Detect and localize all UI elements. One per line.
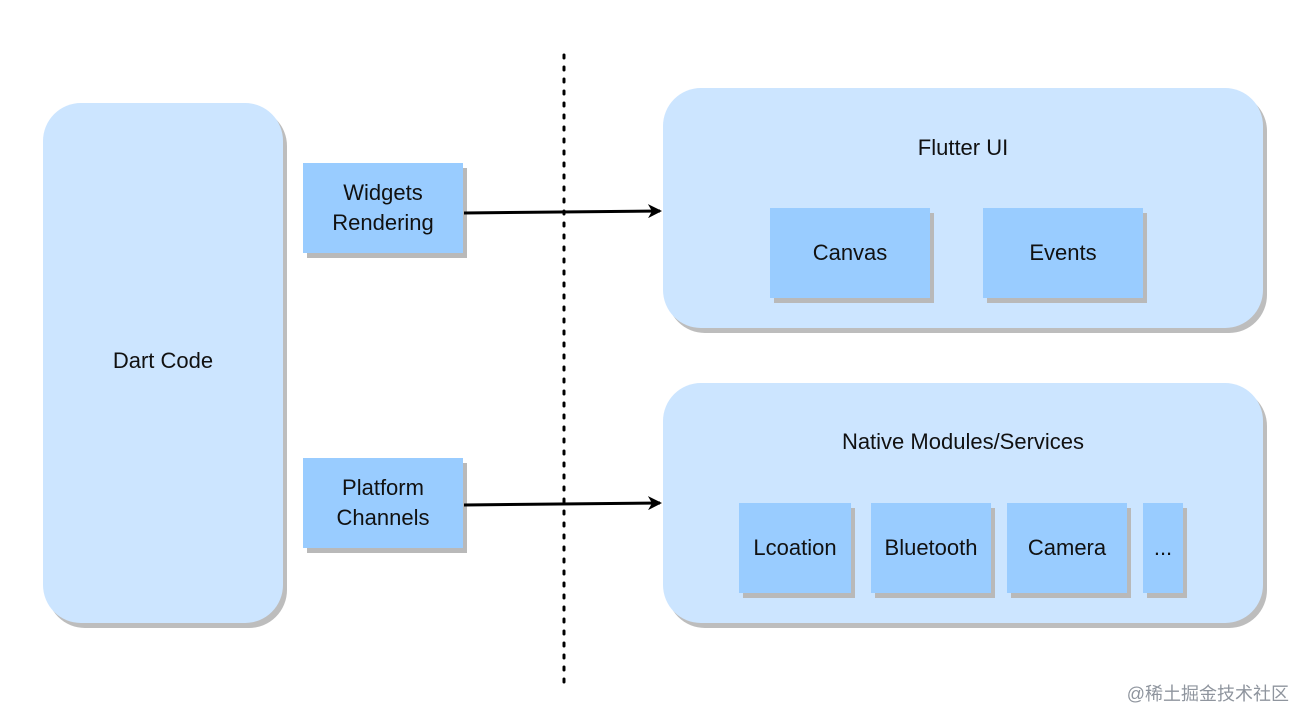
flutter-ui-panel: Flutter UI	[663, 88, 1263, 328]
events-box: Events	[983, 208, 1143, 298]
platform-channels-box: Platform Channels	[303, 458, 463, 548]
widgets-rendering-box: Widgets Rendering	[303, 163, 463, 253]
events-label: Events	[1029, 240, 1097, 265]
dart-code-label: Dart Code	[112, 348, 214, 373]
camera-box: Camera	[1007, 503, 1127, 593]
widgets-to-flutter-ui-arrow	[463, 204, 662, 219]
dart-code-panel: Dart Code	[43, 103, 283, 623]
platform-channels-label: Platform Channels	[336, 475, 430, 530]
canvas-label: Canvas	[812, 240, 888, 265]
watermark: @稀土掘金技术社区	[1126, 684, 1289, 704]
more-services-label: ...	[1153, 535, 1173, 560]
bluetooth-label: Bluetooth	[884, 535, 978, 560]
widgets-rendering-label: Widgets Rendering	[332, 180, 434, 235]
native-modules-title: Native Modules/Services	[841, 429, 1085, 454]
more-services-box: ...	[1143, 503, 1183, 593]
camera-label: Camera	[1027, 535, 1107, 560]
bluetooth-box: Bluetooth	[871, 503, 991, 593]
location-label: Lcoation	[753, 535, 837, 560]
platform-channels-to-native-modules-arrow	[463, 496, 662, 511]
location-box: Lcoation	[739, 503, 851, 593]
canvas-box: Canvas	[770, 208, 930, 298]
flutter-ui-title: Flutter UI	[917, 135, 1009, 160]
